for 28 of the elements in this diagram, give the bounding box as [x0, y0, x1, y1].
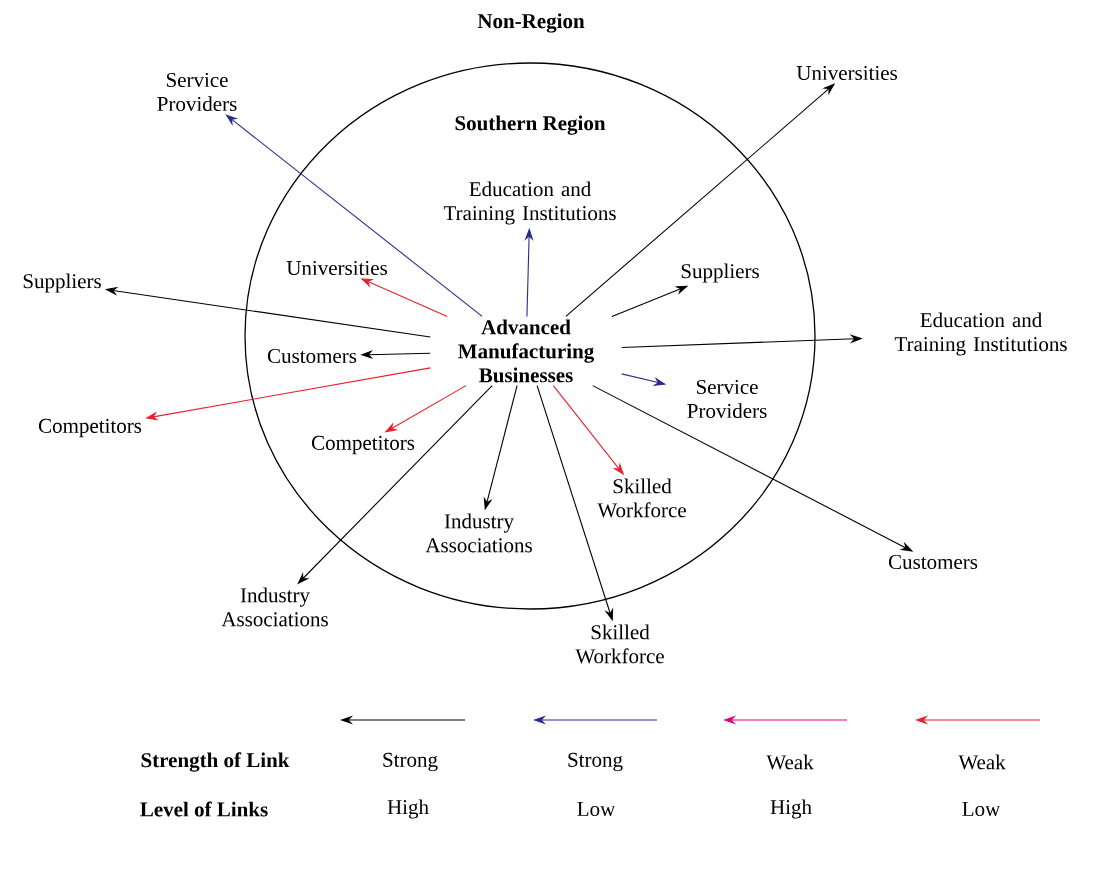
node-label: Universities — [796, 65, 897, 81]
node-label: Skilled Workforce — [575, 624, 664, 664]
node-label: Service Providers — [687, 379, 767, 419]
table-text: Weak — [766, 754, 814, 770]
node-label: Customers — [888, 554, 978, 570]
table-text: Low — [962, 802, 1001, 816]
table-text: Weak — [958, 754, 1006, 770]
table-text: Strong — [383, 752, 438, 772]
node-label: Suppliers — [681, 263, 759, 283]
table-text: Level of Links — [140, 801, 268, 817]
table-text: High — [770, 799, 812, 819]
node-label: Suppliers — [23, 273, 101, 293]
node-label: Competitors — [311, 435, 415, 455]
node-label: Industry Associations — [221, 587, 328, 627]
business-label: Advanced Manufacturing Businesses — [458, 319, 595, 383]
node-label: Service Providers — [157, 72, 237, 112]
node-label: Industry Associations — [425, 513, 532, 553]
table-text: High — [387, 799, 429, 819]
table-text: Strength of Link — [141, 752, 290, 772]
node-label: Education and Training Institutions — [443, 181, 616, 225]
node-label: Skilled Workforce — [597, 478, 686, 518]
node-label: Customers — [267, 348, 357, 364]
node-label: Education and Training Institutions — [894, 312, 1067, 356]
node-label: Competitors — [38, 418, 142, 438]
table-text: Low — [577, 802, 616, 816]
title: Non-Region — [477, 13, 585, 33]
node-label: Universities — [286, 260, 387, 276]
table-text: Strong — [568, 752, 623, 772]
